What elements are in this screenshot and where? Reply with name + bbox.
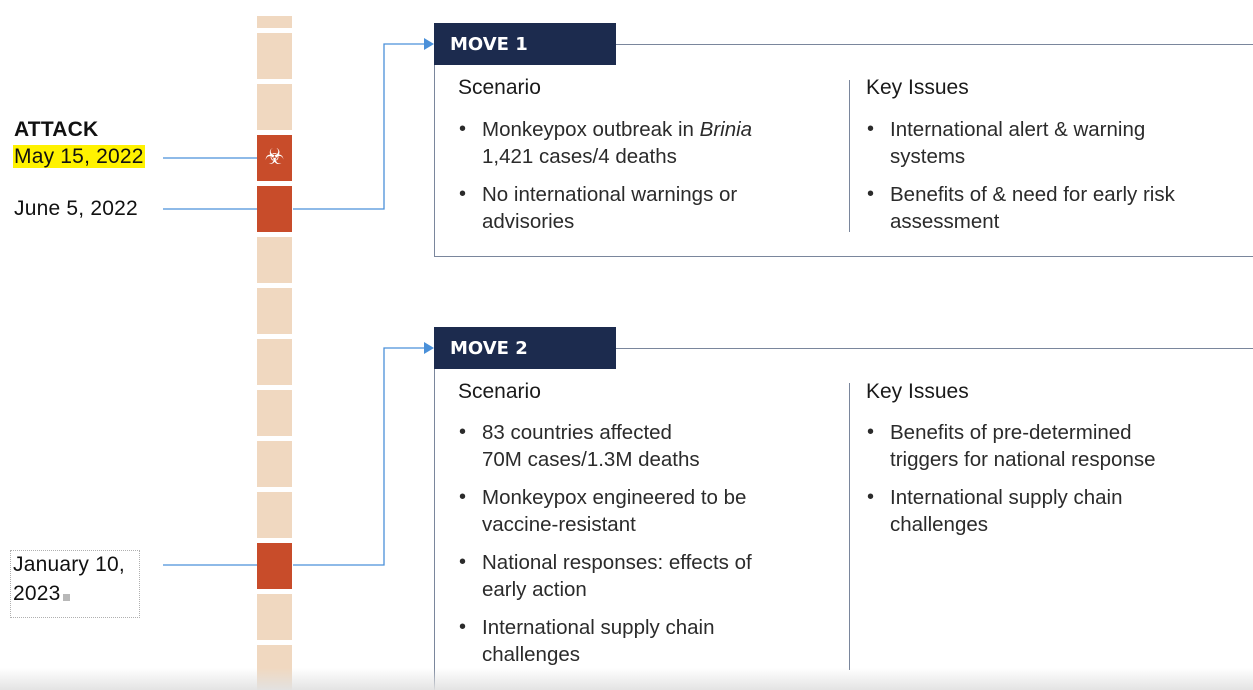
list-item: No international warnings or advisories [458,181,838,235]
move2-tab: MOVE 2 [434,327,616,369]
move2-date-line2: 2023 [13,582,70,606]
list-item-line2: triggers for national response [890,448,1156,471]
timeline-segment [257,492,292,538]
move1-arrowhead [424,38,434,50]
move2-column-divider [849,383,850,670]
move1-scenario-list: Monkeypox outbreak in Brinia 1,421 cases… [458,116,838,246]
timeline-segment [257,288,292,334]
timeline-bar: ☣ [257,0,293,690]
list-item-text: 83 countries affected [482,421,672,444]
list-item: International supply chain challenges [458,614,838,668]
list-item-text: No international warnings or [482,183,738,206]
move1-arrow-line [293,43,424,210]
move1-title: MOVE 1 [450,33,528,55]
timeline-segment [257,390,292,436]
list-item-line2: challenges [482,643,581,666]
move2-date-year: 2023 [13,582,61,605]
move1-issues-heading: Key Issues [866,76,969,99]
list-item-line2: assessment [890,210,1000,233]
list-item-line2: 1,421 cases/4 deaths [482,145,677,168]
list-item-line2: vaccine-resistant [482,513,636,536]
timeline-segment-move1 [257,186,292,232]
timeline-segment [257,594,292,640]
list-item-line2: 70M cases/1.3M deaths [482,448,700,471]
move1-tab: MOVE 1 [434,23,616,65]
timeline-segment-move2 [257,543,292,589]
timeline-segment [257,441,292,487]
list-item: Benefits of pre-determined triggers for … [866,419,1246,473]
list-item-text: International alert & warning [890,118,1146,141]
biohazard-icon: ☣ [264,145,285,170]
timeline-segment [257,33,292,79]
timeline-segment-attack: ☣ [257,135,292,181]
list-item-text: International supply chain [890,486,1123,509]
list-item-text: National responses: effects of [482,551,752,574]
move2-title: MOVE 2 [450,337,528,359]
list-item-line2: systems [890,145,966,168]
list-item-text: Benefits of pre-determined [890,421,1132,444]
move2-issues-heading: Key Issues [866,380,969,403]
timeline-segment [257,339,292,385]
list-item: Monkeypox engineered to be vaccine-resis… [458,484,838,538]
list-item: Benefits of & need for early risk assess… [866,181,1246,235]
attack-date-highlight: May 15, 2022 [13,145,145,168]
move2-scenario-list: 83 countries affected 70M cases/1.3M dea… [458,419,838,679]
timeline-segment [257,16,292,28]
list-item: 83 countries affected 70M cases/1.3M dea… [458,419,838,473]
bottom-edge-shadow [0,668,1253,690]
attack-date: May 15, 2022 [13,145,145,169]
move1-issues-list: International alert & warning systems Be… [866,116,1246,246]
move1-date: June 5, 2022 [14,197,138,220]
list-item-text: Monkeypox outbreak in [482,118,700,141]
attack-heading: ATTACK [14,118,99,141]
timeline-segment [257,84,292,130]
list-item-emphasis: Brinia [699,118,753,141]
move1-scenario-heading: Scenario [458,76,541,99]
list-item-text: International supply chain [482,616,715,639]
list-item-line2: challenges [890,513,989,536]
timeline-segment [257,237,292,283]
list-item: National responses: effects of early act… [458,549,838,603]
list-item: International alert & warning systems [866,116,1246,170]
list-item: International supply chain challenges [866,484,1246,538]
move2-arrowhead [424,342,434,354]
move1-column-divider [849,80,850,232]
move2-date-line1: January 10, [13,553,125,576]
move2-date-textbox[interactable] [10,550,140,618]
list-item-text: Benefits of & need for early risk [890,183,1175,206]
list-item-line2: early action [482,578,587,601]
list-item: Monkeypox outbreak in Brinia 1,421 cases… [458,116,838,170]
move2-issues-list: Benefits of pre-determined triggers for … [866,419,1246,549]
list-item-text: Monkeypox engineered to be [482,486,747,509]
list-item-line2: advisories [482,210,575,233]
move2-arrow-line [293,347,424,566]
move2-scenario-heading: Scenario [458,380,541,403]
text-resize-handle[interactable] [62,594,70,601]
